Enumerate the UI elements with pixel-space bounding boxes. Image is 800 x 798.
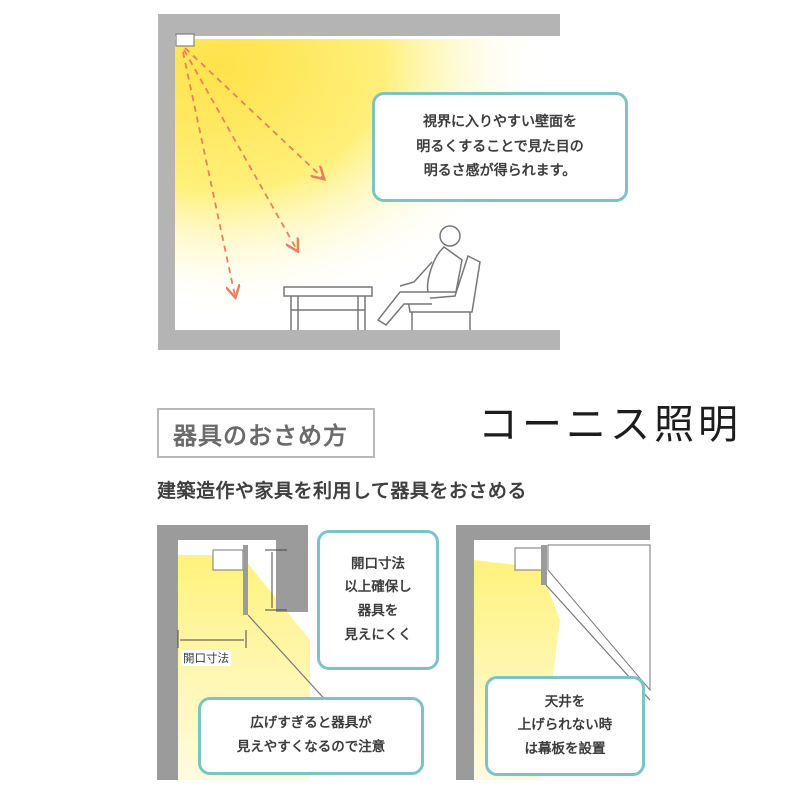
section-title: 器具のおさめ方 — [157, 408, 375, 458]
floor — [158, 330, 560, 350]
top-bubble-line-1: 視界に入りやすい壁面を — [423, 114, 577, 131]
fascia-board — [541, 545, 547, 585]
left-bottom-bubble-line-1: 広げすぎると器具が — [250, 715, 372, 732]
cornice-fixture — [175, 33, 195, 47]
right-bubble: 天井を 上げられない時 は幕板を設置 — [485, 676, 645, 776]
left-fixture — [212, 549, 244, 571]
top-bubble-line-3: 明るさ感が得られます。 — [423, 163, 577, 180]
left-top-bubble-line-4: 見えにくく — [344, 626, 412, 643]
handwritten-title: コーニス照明 — [478, 402, 742, 448]
section-subtitle: 建築造作や家具を利用して器具をおさめる — [157, 480, 527, 502]
right-fixture — [514, 547, 544, 571]
left-bottom-bubble: 広げすぎると器具が 見えやすくなるので注意 — [198, 697, 424, 775]
left-wall — [158, 14, 175, 350]
left-dimension-label: 開口寸法 — [181, 650, 231, 666]
dimension-lines — [177, 549, 287, 648]
ceiling — [175, 14, 560, 36]
left-top-bubble-line-3: 器具を — [357, 603, 399, 619]
top-bubble-line-2: 明るくすることで見た目の — [416, 138, 584, 155]
left-top-bubble-line-2: 以上確保し — [344, 579, 412, 596]
right-bubble-line-2: 上げられない時 — [517, 717, 613, 734]
left-top-bubble: 開口寸法 以上確保し 器具を 見えにくく — [317, 530, 439, 670]
right-bubble-line-1: 天井を — [544, 693, 586, 710]
left-bottom-bubble-line-2: 見えやすくなるので注意 — [236, 739, 386, 755]
left-top-bubble-line-1: 開口寸法 — [351, 555, 405, 572]
top-info-bubble: 視界に入りやすい壁面を 明るくすることで見た目の 明るさ感が得られます。 — [372, 92, 628, 202]
person-on-chair — [376, 225, 481, 330]
side-table — [283, 286, 373, 330]
right-bubble-line-3: は幕板を設置 — [524, 740, 606, 757]
light-rays — [182, 47, 323, 296]
